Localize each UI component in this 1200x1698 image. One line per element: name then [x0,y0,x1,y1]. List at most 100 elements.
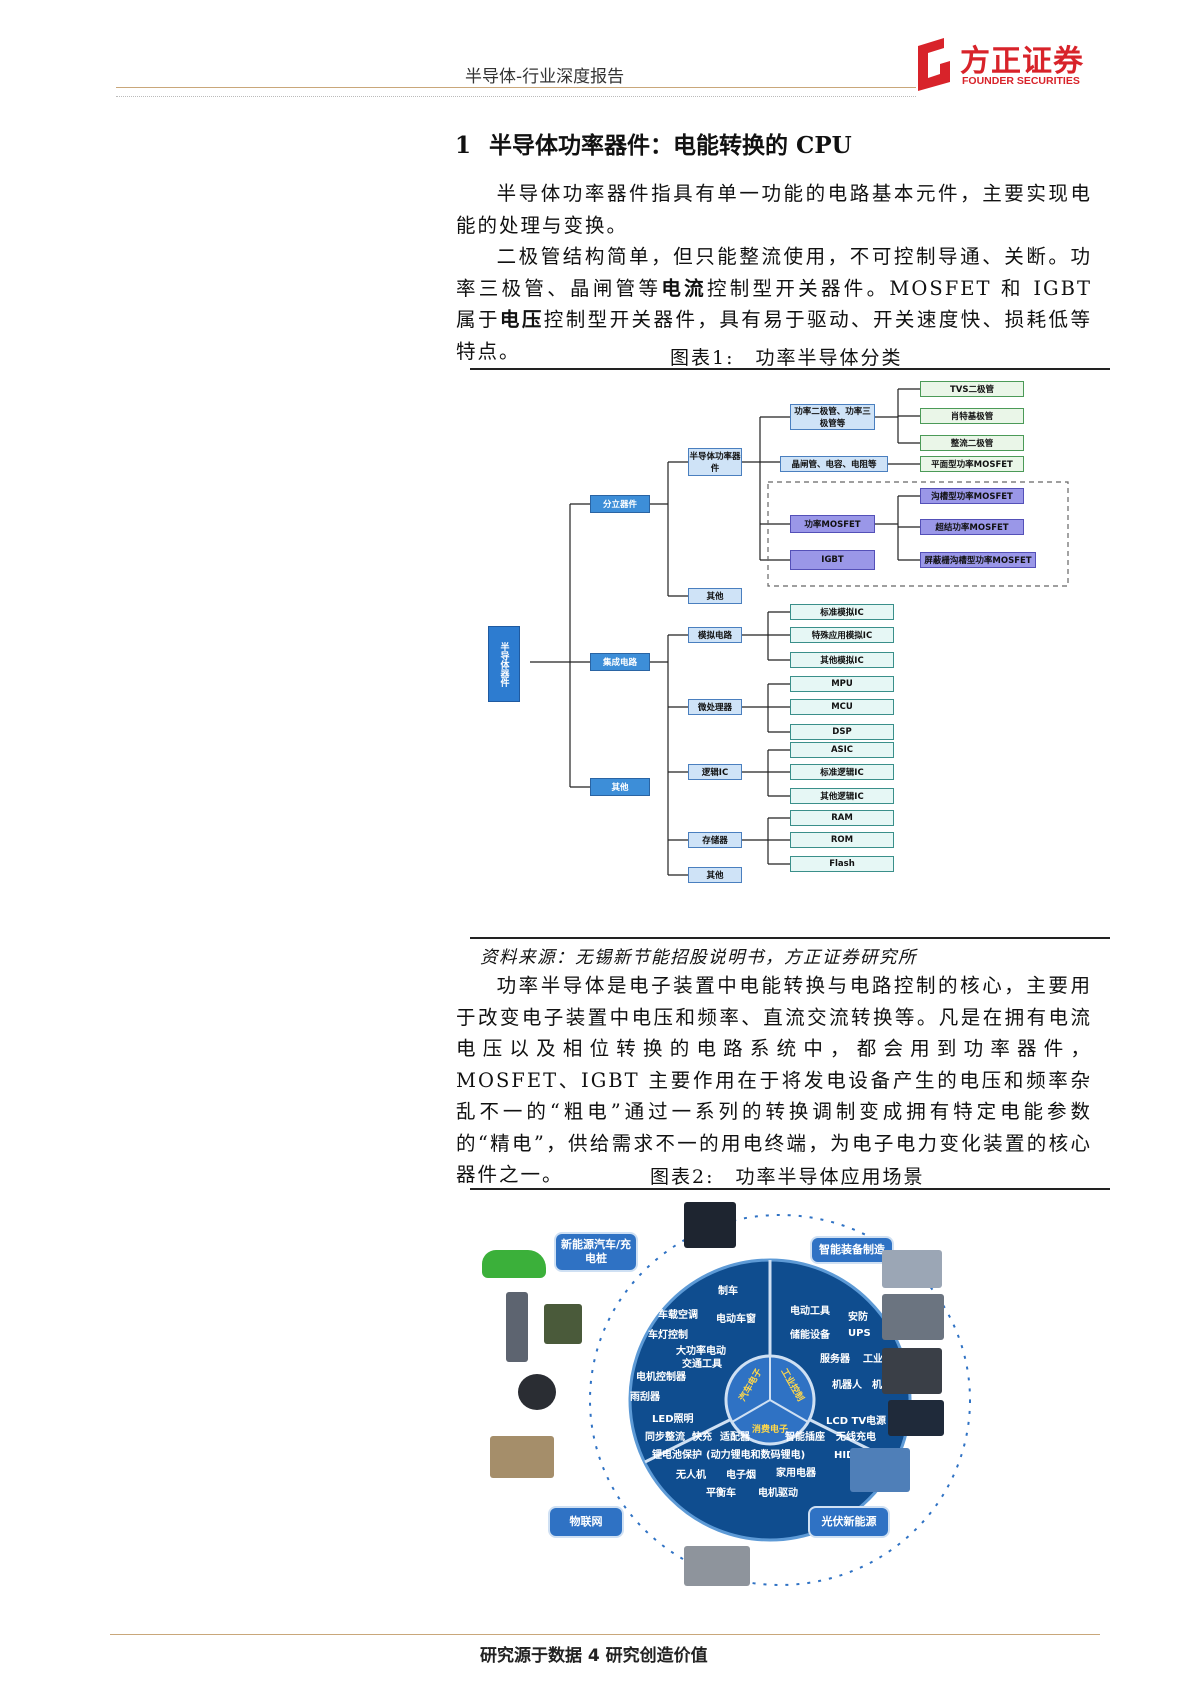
circuit-board-image [544,1304,582,1344]
node-superjunction-mosfet: 超结功率MOSFET [920,519,1024,535]
consumer-item-11: 无人机 [676,1470,706,1481]
paragraph-intro: 半导体功率器件指具有单一功能的电路基本元件，主要实现电能的处理与变换。 [456,178,1092,241]
header-dotted-divider [116,96,916,97]
node-discrete: 分立器件 [590,495,650,513]
node-power-mosfet: 功率MOSFET [790,515,875,533]
consumer-item-15: 电机驱动 [758,1488,798,1499]
paragraph-device-types: 二极管结构简单，但只能整流使用，不可控制导通、关断。功率三极管、晶闸管等电流控制… [456,241,1092,367]
paragraph-function: 功率半导体是电子装置中电能转换与电路控制的核心，主要用于改变电子装置中电压和频率… [456,970,1092,1191]
consumer-item-6: 智能插座 [785,1432,825,1443]
robot-arm-image [882,1348,942,1394]
node-special-analog: 特殊应用模拟IC [790,627,894,643]
node-rom: ROM [790,832,894,848]
industry-item-3: 储能设备 [790,1330,830,1341]
tree-connectors [530,388,1069,876]
logo-chinese: 方正证券 [960,44,1084,79]
drone-propeller-image [518,1374,556,1410]
consumer-item-12: 电子烟 [726,1470,756,1481]
consumer-item-1: LED照明 [652,1414,694,1425]
node-power-devices: 半导体功率器件 [688,448,742,476]
consumer-item-5: 适配器 [720,1432,750,1443]
auto-item-5: 大功率电动 [676,1346,726,1357]
figure1-source: 资料来源：无锡新节能招股说明书，方正证券研究所 [480,948,917,968]
node-std-logic: 标准逻辑IC [790,764,894,780]
consumer-item-8: 锂电池保护 [652,1450,702,1461]
figure1-bottom-rule [470,937,1110,939]
node-analog: 模拟电路 [688,627,742,643]
industry-item-4: UPS [848,1328,871,1339]
figure2-application-wheel: 汽车电子 工业控制 消费电子 制车 车载空调 电动车窗 车灯控制 大功率电动 交… [470,1200,1110,1600]
auto-item-1: 制车 [718,1286,738,1297]
node-trench-mosfet: 沟槽型功率MOSFET [920,488,1024,504]
header-divider [116,87,916,88]
node-asic: ASIC [790,742,894,758]
solar-field-image [850,1448,910,1492]
consumer-item-13: 家用电器 [776,1468,816,1479]
node-flash: Flash [790,856,894,872]
header-title: 半导体-行业深度报告 [465,67,625,87]
tag-smart-manufacturing: 智能装备制造 [812,1238,892,1262]
logo-mark-icon [918,38,950,91]
node-ic: 集成电路 [590,653,650,671]
node-other-logic: 其他逻辑IC [790,788,894,804]
tag-iot: 物联网 [550,1508,622,1536]
green-car-image [482,1250,546,1278]
node-sgt-mosfet: 屏蔽栅沟槽型功率MOSFET [920,552,1036,568]
section-number: 1 [455,132,472,159]
footer-slogan: 研究源于数据 4 研究创造价值 [480,1646,708,1666]
figure2-top-rule [470,1188,1110,1190]
node-thyristor: 晶闸管、电容、电阻等 [780,456,888,472]
node-other-l1: 其他 [590,778,650,796]
figure1-classification-tree: 半导体器件 分立器件 集成电路 其他 半导体功率器件 其他 功率二极管、功率三极… [470,372,1110,932]
node-std-analog: 标准模拟IC [790,604,894,620]
consumer-item-4: 快充 [692,1432,712,1443]
founder-logo: 方正证券 FOUNDER SECURITIES [910,34,1100,94]
consumer-item-3: 同步整流 [645,1432,685,1443]
ups-image [684,1202,736,1248]
node-rectifier-diode: 整流二极管 [920,435,1024,451]
node-discrete-other: 其他 [688,588,742,604]
node-diode-triode: 功率二极管、功率三极管等 [790,404,875,430]
robot-vehicle-image [684,1546,750,1586]
logo-english: FOUNDER SECURITIES [962,75,1080,87]
factory-image [490,1436,554,1478]
solar-panel-image [888,1400,944,1436]
auto-item-2: 车载空调 [658,1310,698,1321]
tag-new-energy-vehicle: 新能源汽车/充电桩 [556,1234,636,1270]
node-logic: 逻辑IC [688,764,742,780]
gears-image [882,1294,944,1340]
consumer-item-14: 平衡车 [706,1488,736,1499]
section-title: 半导体功率器件：电能转换的 CPU [489,132,852,159]
node-other-analog: 其他模拟IC [790,652,894,668]
para2-part-e: 控制型开关器件，具有易于驱动、开关速度快、损耗低等特点。 [456,308,1092,363]
auto-item-3: 电动车窗 [716,1314,756,1325]
para2-bold-voltage: 电压 [499,308,544,331]
industry-item-1: 电动工具 [790,1306,830,1317]
auto-item-6: 交通工具 [682,1359,722,1370]
node-tvs-diode: TVS二极管 [920,381,1024,397]
consumer-item-2: LCD TV电源 [826,1416,887,1427]
auto-item-4: 车灯控制 [648,1330,688,1341]
para2-part-c: 控制型开关器件。MOSFET 和 IGBT 属于 [456,276,1092,332]
consumer-item-7: 无线充电 [836,1432,876,1443]
bearing-image [882,1250,942,1288]
center-consumer: 消费电子 [752,1425,789,1435]
node-root: 半导体器件 [488,626,520,702]
node-mcu: MCU [790,699,894,715]
charging-pile-image [506,1292,528,1362]
footer-divider [110,1634,1100,1635]
node-schottky: 肖特基极管 [920,408,1024,424]
industry-item-2: 安防 [848,1312,868,1323]
auto-item-7: 电机控制器 [636,1372,686,1383]
figure1-top-rule [470,368,1110,370]
paragraph-function-text: 功率半导体是电子装置中电能转换与电路控制的核心，主要用于改变电子装置中电压和频率… [456,974,1092,1186]
para2-part-a: 二极管结构简单，但只能整流使用，不可控制导通、关断。功率三极管、晶闸管等 [456,245,1092,300]
figure2-caption: 图表2: 功率半导体应用场景 [650,1166,925,1188]
section-heading: 1 半导体功率器件：电能转换的 CPU [455,126,852,160]
industry-item-7: 机器人 [832,1380,862,1391]
tag-photovoltaic: 光伏新能源 [810,1508,888,1536]
node-ram: RAM [790,810,894,826]
auto-item-8: 雨刮器 [630,1392,660,1403]
figure1-caption: 图表1: 功率半导体分类 [670,347,903,369]
node-memory: 存储器 [688,832,742,848]
